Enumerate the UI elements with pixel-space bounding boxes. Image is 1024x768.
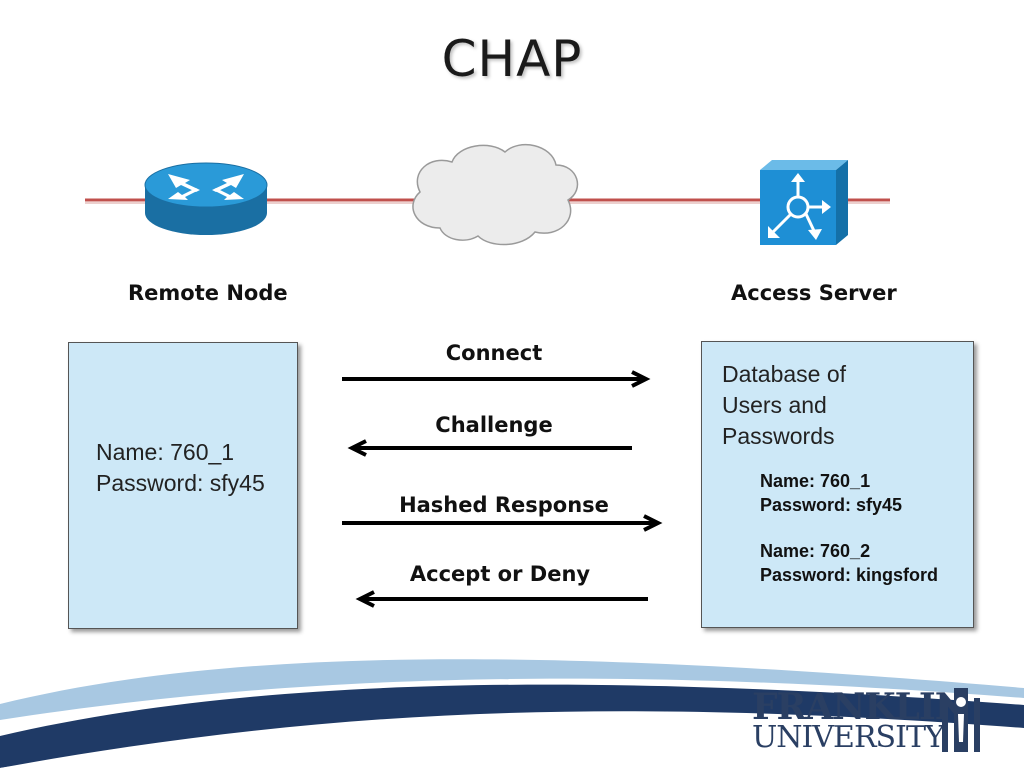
slide-title: CHAP	[441, 30, 583, 88]
cloud-icon	[412, 143, 579, 246]
logo-line2: UNIVERSITY	[752, 720, 945, 755]
connect-arrow	[342, 370, 651, 388]
user-record-name: Name: 760_1	[760, 471, 871, 491]
logo-line1: FRANKLIN	[752, 686, 968, 728]
database-heading-line3: Passwords	[722, 423, 835, 449]
accept-or-deny-arrow	[355, 590, 648, 608]
hashed-response-label: Hashed Response	[399, 493, 609, 517]
franklin-university-logo: FRANKLIN UNIVERSITY	[750, 682, 1012, 755]
database-heading: Database of Users and Passwords	[722, 359, 846, 452]
topology-diagram	[85, 143, 890, 246]
database-heading-line2: Users and	[722, 392, 827, 418]
accept-or-deny-label: Accept or Deny	[409, 562, 591, 586]
challenge-label: Challenge	[435, 413, 553, 437]
connect-label: Connect	[445, 341, 543, 365]
user-record-password: Password: sfy45	[760, 495, 903, 515]
hashed-response-arrow	[342, 514, 663, 532]
remote-name: Name: 760_1	[96, 439, 235, 465]
user-record: Name: 760_1 Password: sfy45	[760, 469, 902, 517]
remote-node-label: Remote Node	[128, 281, 288, 305]
footer-swoosh	[0, 659, 1024, 768]
user-record: Name: 760_2 Password: kingsford	[760, 539, 938, 587]
access-server-label: Access Server	[731, 281, 897, 305]
access-server-panel: Database of Users and Passwords Name: 76…	[701, 341, 974, 628]
challenge-arrow	[347, 439, 632, 457]
logo-emblem-icon	[942, 688, 980, 752]
remote-credentials: Name: 760_1 Password: sfy45	[96, 437, 265, 499]
exchange-arrows	[342, 370, 663, 608]
database-heading-line1: Database of	[722, 361, 847, 387]
user-record-name: Name: 760_2	[760, 541, 871, 561]
access-server-icon	[760, 160, 848, 245]
router-icon	[144, 162, 268, 235]
user-record-password: Password: kingsford	[760, 565, 939, 585]
remote-password: Password: sfy45	[96, 470, 265, 496]
remote-node-panel: Name: 760_1 Password: sfy45	[68, 342, 298, 629]
